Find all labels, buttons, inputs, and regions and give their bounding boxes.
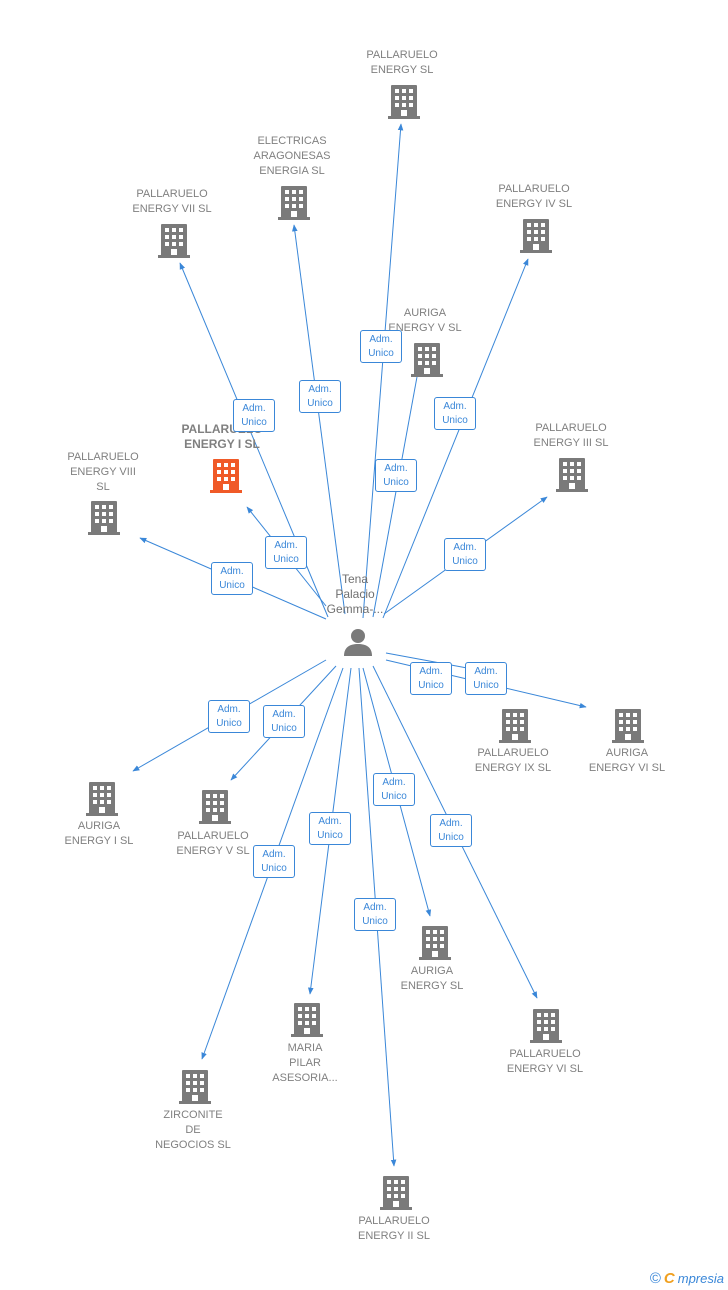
company-label-auriga-energy-i-sl[interactable]: AURIGA ENERGY I SL bbox=[64, 820, 134, 847]
company-label-zirconite-de-negocios-sl[interactable]: ZIRCONITE DE NEGOCIOS SL bbox=[155, 1109, 231, 1151]
role-badge-pallaruelo-energy-i-sl[interactable]: Adm. Unico bbox=[265, 536, 307, 569]
role-badge-pallaruelo-energy-vii-sl[interactable]: Adm. Unico bbox=[233, 399, 275, 432]
company-label-pallaruelo-energy-vii-sl[interactable]: PALLARUELO ENERGY VII SL bbox=[132, 188, 212, 215]
role-badge-electricas-aragonesas-energia-sl[interactable]: Adm. Unico bbox=[299, 380, 341, 413]
role-badge-pallaruelo-energy-iii-sl[interactable]: Adm. Unico bbox=[444, 538, 486, 571]
company-label-electricas-aragonesas-energia-sl[interactable]: ELECTRICAS ARAGONESAS ENERGIA SL bbox=[253, 135, 331, 177]
role-badge-auriga-energy-i-sl[interactable]: Adm. Unico bbox=[208, 700, 250, 733]
role-badge-maria-pilar-asesoria[interactable]: Adm. Unico bbox=[309, 812, 351, 845]
building-icon[interactable] bbox=[199, 790, 231, 824]
role-badge-zirconite-de-negocios-sl[interactable]: Adm. Unico bbox=[253, 845, 295, 878]
building-icon[interactable] bbox=[612, 709, 644, 743]
building-icon[interactable] bbox=[88, 501, 120, 535]
role-badge-pallaruelo-energy-iv-sl[interactable]: Adm. Unico bbox=[434, 397, 476, 430]
person-name[interactable]: Tena Palacio Gemma-... bbox=[326, 572, 384, 616]
edge-pallaruelo-energy-sl bbox=[362, 123, 404, 619]
role-badge-pallaruelo-energy-v-sl[interactable]: Adm. Unico bbox=[263, 705, 305, 738]
building-icon[interactable] bbox=[86, 782, 118, 816]
building-icon[interactable] bbox=[278, 186, 310, 220]
role-badge-pallaruelo-energy-viii-sl[interactable]: Adm. Unico bbox=[211, 562, 253, 595]
copyright-icon: © bbox=[649, 1269, 661, 1287]
brand-initial: C bbox=[663, 1269, 675, 1287]
building-icon[interactable] bbox=[388, 85, 420, 119]
company-label-pallaruelo-energy-viii-sl[interactable]: PALLARUELO ENERGY VIII SL bbox=[67, 451, 139, 493]
building-icon[interactable] bbox=[556, 458, 588, 492]
company-label-pallaruelo-energy-iii-sl[interactable]: PALLARUELO ENERGY III SL bbox=[533, 422, 609, 449]
role-badge-pallaruelo-energy-ii-sl[interactable]: Adm. Unico bbox=[354, 898, 396, 931]
building-icon[interactable] bbox=[499, 709, 531, 743]
building-icon[interactable] bbox=[179, 1070, 211, 1104]
building-icon[interactable] bbox=[210, 459, 242, 493]
company-label-pallaruelo-energy-vi-sl[interactable]: PALLARUELO ENERGY VI SL bbox=[506, 1048, 584, 1075]
role-badge-auriga-energy-sl[interactable]: Adm. Unico bbox=[373, 773, 415, 806]
building-icon[interactable] bbox=[411, 343, 443, 377]
company-label-pallaruelo-energy-sl[interactable]: PALLARUELO ENERGY SL bbox=[366, 49, 438, 76]
edge-electricas-aragonesas-energia-sl bbox=[292, 224, 346, 615]
company-label-pallaruelo-energy-iv-sl[interactable]: PALLARUELO ENERGY IV SL bbox=[495, 183, 573, 210]
role-badge-auriga-energy-v-sl[interactable]: Adm. Unico bbox=[375, 459, 417, 492]
company-label-pallaruelo-energy-ii-sl[interactable]: PALLARUELO ENERGY II SL bbox=[358, 1215, 430, 1242]
company-label-pallaruelo-energy-ix-sl[interactable]: PALLARUELO ENERGY IX SL bbox=[474, 747, 552, 774]
company-label-pallaruelo-energy-i-sl[interactable]: PALLARUELO ENERGY I SL bbox=[181, 422, 263, 451]
role-badge-auriga-energy-vi-sl[interactable]: Adm. Unico bbox=[465, 662, 507, 695]
person-icon[interactable] bbox=[344, 629, 372, 656]
building-icon[interactable] bbox=[419, 926, 451, 960]
building-icon[interactable] bbox=[380, 1176, 412, 1210]
role-badge-pallaruelo-energy-ix-sl[interactable]: Adm. Unico bbox=[410, 662, 452, 695]
building-icon[interactable] bbox=[158, 224, 190, 258]
company-label-pallaruelo-energy-v-sl[interactable]: PALLARUELO ENERGY V SL bbox=[176, 830, 250, 857]
building-icon[interactable] bbox=[530, 1009, 562, 1043]
building-icon[interactable] bbox=[520, 219, 552, 253]
building-icon[interactable] bbox=[291, 1003, 323, 1037]
company-label-auriga-energy-sl[interactable]: AURIGA ENERGY SL bbox=[400, 965, 464, 992]
company-label-auriga-energy-vi-sl[interactable]: AURIGA ENERGY VI SL bbox=[588, 747, 666, 774]
edge-pallaruelo-energy-iv-sl bbox=[382, 258, 529, 619]
role-badge-pallaruelo-energy-sl[interactable]: Adm. Unico bbox=[360, 330, 402, 363]
role-badge-pallaruelo-energy-vi-sl[interactable]: Adm. Unico bbox=[430, 814, 472, 847]
company-label-maria-pilar-asesoria[interactable]: MARIA PILAR ASESORIA... bbox=[272, 1042, 338, 1084]
edge-pallaruelo-energy-ix-sl bbox=[385, 652, 479, 672]
brand-name: mpresia bbox=[677, 1270, 724, 1286]
